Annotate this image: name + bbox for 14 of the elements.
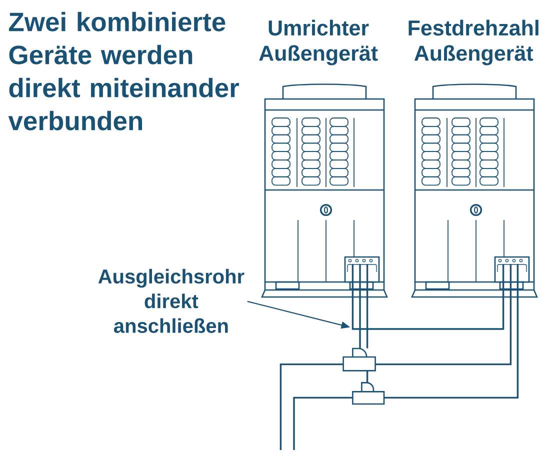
pipe <box>376 297 512 366</box>
unit-heading: Festdrehzahl Außengerät <box>408 20 538 66</box>
pipe <box>366 297 368 348</box>
pipe <box>352 297 504 330</box>
branch-joint <box>342 348 376 372</box>
pipe <box>359 297 361 348</box>
pipe <box>280 363 344 450</box>
annotation: Ausgleichsrohr direkt anschließen <box>98 268 244 333</box>
branch-joint <box>352 382 385 405</box>
pipe <box>384 297 519 399</box>
pipe <box>366 370 368 382</box>
pipe <box>293 396 352 450</box>
unit-heading: Umrichter Außengerät <box>259 20 378 66</box>
title: Zwei kombinierte Geräte werden direkt miteinander verbunden <box>8 12 239 130</box>
